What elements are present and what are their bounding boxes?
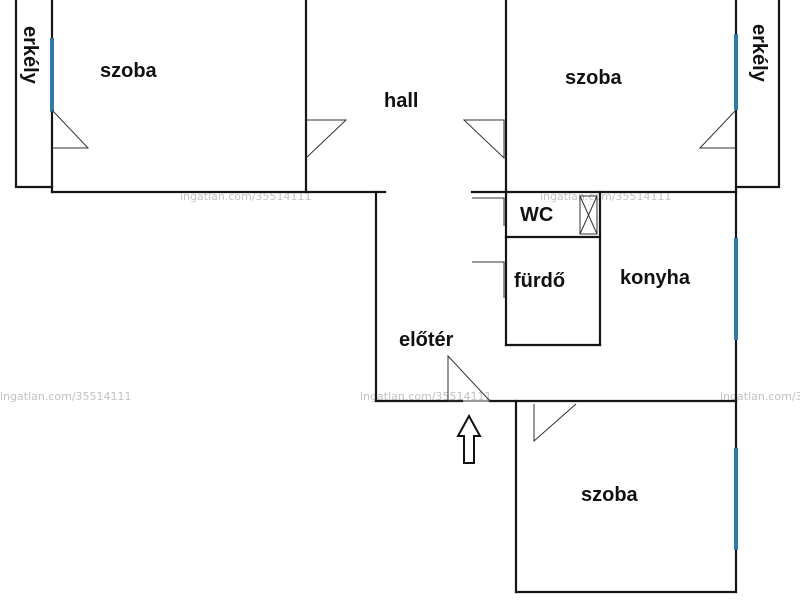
room-label-bedroom-s: szoba	[581, 484, 639, 506]
door-swings	[51, 109, 737, 443]
room-label-wc: WC	[520, 204, 553, 226]
watermark: ingatlan.com/35514111	[720, 390, 800, 403]
room-label-balcony-east: erkély	[748, 24, 770, 83]
room-label-balcony-west: erkély	[19, 26, 41, 85]
entrance-arrow-icon	[456, 413, 482, 464]
watermark: ingatlan.com/35514111	[180, 190, 312, 203]
door-swing	[447, 354, 492, 402]
room-label-bathroom: fürdő	[514, 270, 565, 292]
door-swing	[698, 109, 737, 149]
room-label-bedroom-ne: szoba	[565, 67, 623, 89]
room-label-hall: hall	[384, 90, 418, 112]
door-swing	[51, 109, 90, 149]
wc-fixture-icon	[579, 195, 598, 235]
watermark: ingatlan.com/35514111	[540, 190, 672, 203]
room-label-kitchen: konyha	[620, 267, 691, 289]
door-swing	[462, 119, 505, 160]
watermark: ingatlan.com/35514111	[360, 390, 492, 403]
watermark-group: ingatlan.com/35514111 ingatlan.com/35514…	[0, 190, 800, 403]
room-label-bedroom-nw: szoba	[100, 60, 158, 82]
door-swing	[305, 119, 348, 159]
door-swing	[472, 261, 505, 298]
room-label-entry: előtér	[399, 329, 454, 351]
windows	[50, 34, 738, 550]
door-swing	[472, 197, 505, 226]
door-swing	[533, 403, 577, 443]
watermark: ingatlan.com/35514111	[0, 390, 132, 403]
room-labels: szoba hall szoba WC fürdő konyha előtér …	[19, 24, 770, 506]
